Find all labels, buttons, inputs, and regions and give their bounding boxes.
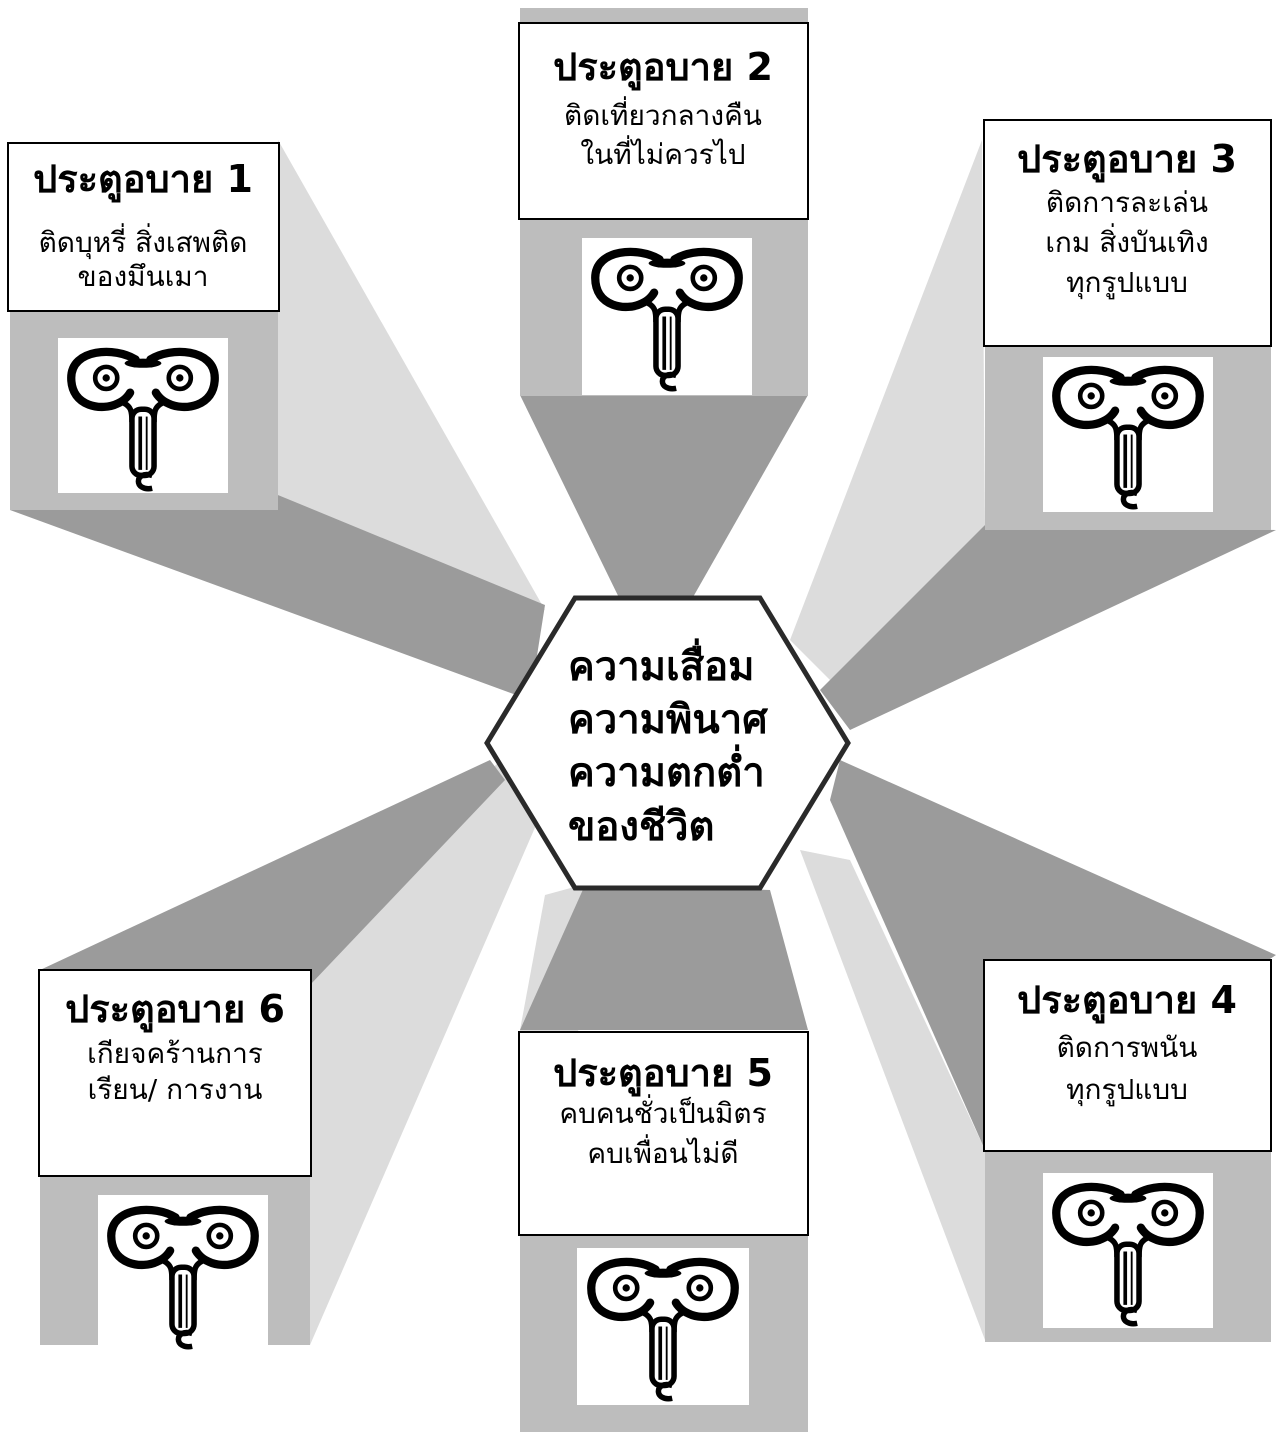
- gate-box-1: [7, 142, 280, 312]
- ray-6-light: [310, 760, 560, 1345]
- ray-3-dark: [820, 525, 1276, 730]
- gate-box-3: [983, 119, 1272, 347]
- rays-dark: [10, 395, 1276, 1150]
- center-line-2: ความพินาศ: [568, 697, 768, 743]
- gate-5-line-1: คบคนชั่วเป็นมิตร: [559, 1094, 766, 1130]
- ray-6-dark: [40, 760, 505, 985]
- gate-5-line-2: คบเพื่อนไม่ดี: [587, 1134, 738, 1170]
- ray-1-dark: [10, 495, 545, 700]
- ray-4-dark: [830, 760, 1276, 1150]
- gate-4-line-1: ติดการพนัน: [1057, 1031, 1198, 1064]
- gate-1-line-1: ติดบุหรี่ สิ่งเสพติด: [39, 223, 248, 260]
- gate-2-line-1: ติดเที่ยวกลางคืน: [564, 96, 762, 132]
- gate-box-2: [518, 22, 809, 220]
- gate-2-line-2: ในที่ไม่ควรไป: [580, 135, 745, 171]
- gate-box-5: [518, 1031, 809, 1236]
- gate-title-2: ประตูอบาย 2: [553, 45, 773, 91]
- ray-5-dark: [520, 885, 808, 1030]
- center-line-4: ของชีวิต: [568, 804, 714, 850]
- ray-3-light: [790, 140, 985, 700]
- ray-2-dark: [520, 395, 808, 620]
- gate-3-line-3: ทุกรูปแบบ: [1066, 266, 1188, 300]
- gate-title-4: ประตูอบาย 4: [1017, 978, 1237, 1024]
- gate-6-line-1: เกียจคร้านการ: [87, 1037, 263, 1070]
- gate-box-4: [983, 959, 1272, 1152]
- center-line-1: ความเสื่อม: [568, 638, 755, 690]
- gate-descriptions: ติดบุหรี่ สิ่งเสพติด ของมึนเมา ติดเที่ยว…: [39, 96, 1209, 1170]
- gate-box-6: [38, 969, 312, 1177]
- ray-4-light: [800, 850, 985, 1340]
- center-hexagon: [484, 595, 851, 891]
- gate-title-3: ประตูอบาย 3: [1017, 137, 1237, 183]
- gate-3-line-1: ติดการละเล่น: [1046, 186, 1208, 219]
- pillar-2-top: [520, 8, 808, 24]
- gate-boxes: [7, 22, 1272, 1236]
- gate-4-line-2: ทุกรูปแบบ: [1066, 1073, 1188, 1107]
- gate-titles: ประตูอบาย 1 ประตูอบาย 2 ประตูอบาย 3 ประต…: [33, 45, 1237, 1097]
- center-line-3: ความตกต่ำ: [568, 744, 765, 796]
- ray-1-light: [278, 140, 545, 610]
- gate-1-line-2: ของมึนเมา: [78, 260, 209, 293]
- gate-title-1: ประตูอบาย 1: [33, 157, 253, 203]
- gate-title-5: ประตูอบาย 5: [553, 1051, 773, 1097]
- gate-3-line-2: เกม สิ่งบันเทิง: [1045, 223, 1208, 259]
- gate-title-6: ประตูอบาย 6: [65, 987, 285, 1033]
- center-text: ความเสื่อม ความพินาศ ความตกต่ำ ของชีวิต: [568, 638, 768, 850]
- gate-6-line-2: เรียน/ การงาน: [88, 1073, 263, 1106]
